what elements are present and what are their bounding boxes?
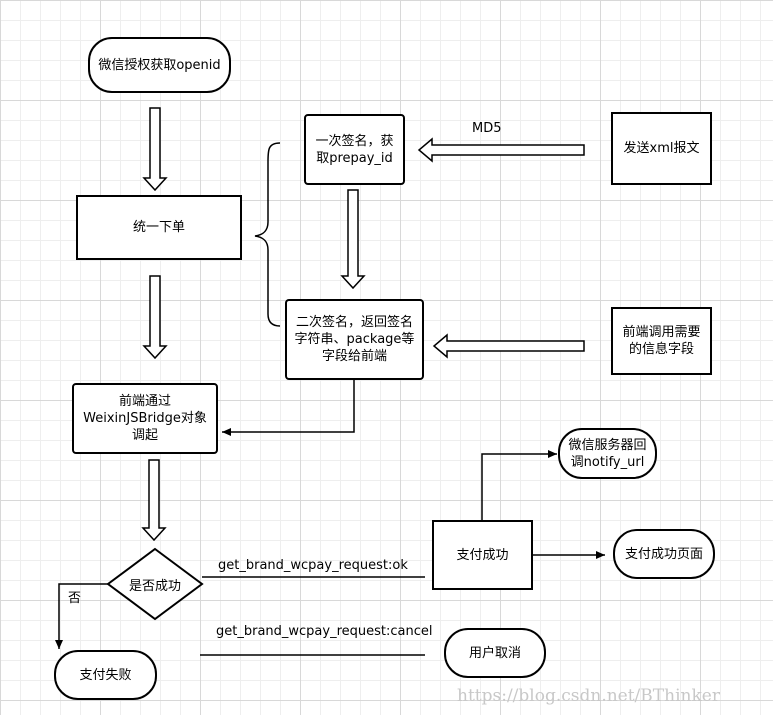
node-user-cancel-label: 用户取消: [468, 645, 521, 661]
block-arrow-fields-to-second: [432, 333, 585, 359]
group-brace: [254, 142, 281, 327]
node-unified-order-label: 统一下单: [132, 220, 185, 235]
edge-second-to-frontend: [222, 380, 355, 436]
block-arrow-order-to-frontend: [142, 275, 168, 360]
node-success-page: 支付成功页面: [613, 529, 715, 579]
edge-label-cancel: get_brand_wcpay_request:cancel: [216, 624, 433, 639]
node-server-callback: 微信服务器回 调notify_url: [558, 428, 657, 479]
success-check-diamond: [106, 547, 204, 621]
node-first-sign-label: 一次签名，获 取prepay_id: [315, 133, 394, 166]
node-success-page-label: 支付成功页面: [624, 546, 703, 562]
block-arrow-first-to-second: [340, 189, 366, 290]
node-pay-success: 支付成功: [432, 520, 533, 590]
node-pay-fail-label: 支付失败: [79, 667, 132, 683]
node-send-xml-label: 发送xml报文: [623, 141, 700, 156]
edge-no-to-fail: [55, 583, 108, 649]
node-first-sign: 一次签名，获 取prepay_id: [304, 114, 405, 185]
watermark: https://blog.csdn.net/BThinker: [457, 686, 720, 706]
block-arrow-auth-to-order: [142, 107, 168, 192]
edge-label-md5: MD5: [472, 121, 502, 136]
node-wechat-auth-label: 微信授权获取openid: [98, 57, 221, 73]
node-frontend-fields: 前端调用需要 的信息字段: [611, 307, 712, 375]
node-success-check-label: 是否成功: [128, 578, 181, 594]
edge-label-no: 否: [68, 591, 82, 606]
node-pay-fail: 支付失败: [54, 650, 157, 700]
block-arrow-frontend-to-check: [141, 459, 167, 542]
node-frontend-invoke-label: 前端通过 WeixinJSBridge对象 调起: [83, 394, 207, 443]
edge-success-to-callback: [481, 450, 557, 520]
node-second-sign: 二次签名，返回签名 字符串、package等 字段给前端: [285, 299, 424, 380]
node-send-xml: 发送xml报文: [611, 112, 712, 185]
node-pay-success-label: 支付成功: [456, 547, 509, 563]
node-frontend-fields-label: 前端调用需要 的信息字段: [622, 325, 701, 357]
node-unified-order: 统一下单: [76, 195, 242, 260]
node-server-callback-label: 微信服务器回 调notify_url: [568, 437, 647, 470]
node-frontend-invoke: 前端通过 WeixinJSBridge对象 调起: [72, 383, 218, 454]
edge-label-ok: get_brand_wcpay_request:ok: [218, 558, 408, 573]
node-user-cancel: 用户取消: [444, 628, 546, 678]
node-wechat-auth: 微信授权获取openid: [88, 37, 231, 93]
node-success-check: 是否成功: [108, 547, 202, 621]
node-second-sign-label: 二次签名，返回签名 字符串、package等 字段给前端: [294, 315, 415, 364]
block-arrow-xml-to-first: [417, 137, 585, 163]
